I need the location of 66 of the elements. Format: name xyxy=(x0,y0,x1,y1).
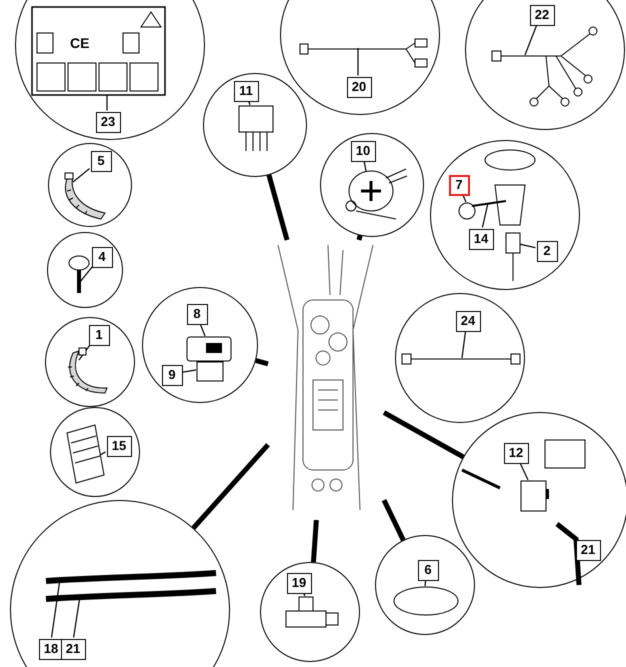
connector-line xyxy=(255,358,269,366)
leader-line xyxy=(462,194,467,202)
callout-number: 1 xyxy=(88,324,110,346)
callout-number: 4 xyxy=(92,246,112,268)
conformity-mark: CE xyxy=(70,36,90,50)
rod-drawing xyxy=(470,198,508,209)
callout-number: 5 xyxy=(90,150,112,172)
leader-line xyxy=(181,369,196,373)
screw-drawing xyxy=(68,255,90,295)
connector-line xyxy=(266,174,290,241)
cable-drawing xyxy=(401,353,521,365)
callout-number: 12 xyxy=(504,442,528,464)
cable-tie-drawing xyxy=(65,347,108,395)
callout-number: 11 xyxy=(234,80,258,102)
callout-number: 21 xyxy=(60,638,86,660)
callout-number: 10 xyxy=(350,140,376,162)
callout-number: 14 xyxy=(468,228,494,250)
leader-line xyxy=(524,24,538,56)
leader-line xyxy=(518,243,536,248)
leader-line xyxy=(100,451,106,456)
callout-number: 20 xyxy=(346,76,372,98)
sleeve-drawing xyxy=(505,232,521,282)
connector-line xyxy=(310,520,319,562)
callout-number: 2 xyxy=(536,240,558,262)
leader-line xyxy=(424,579,426,586)
callout-number: 15 xyxy=(106,436,132,456)
leader-line xyxy=(482,202,489,228)
callout-number: 23 xyxy=(96,112,120,132)
leader-line xyxy=(363,160,367,172)
leader-line xyxy=(461,330,466,358)
switch-drawing xyxy=(238,105,274,152)
callout-number: 21 xyxy=(576,540,600,560)
leader-line xyxy=(72,168,90,182)
leader-line xyxy=(248,100,251,106)
leader-line xyxy=(302,592,306,596)
hose-drawing xyxy=(44,587,219,604)
switch-body-drawing xyxy=(196,362,224,382)
manual-book-drawing xyxy=(66,424,105,484)
leader-line xyxy=(519,462,529,480)
leader-line xyxy=(357,48,359,76)
callout-number: 19 xyxy=(286,572,312,594)
hose-drawing xyxy=(44,569,219,586)
callout-number: 9 xyxy=(162,364,182,386)
blanking-cap-drawing xyxy=(393,586,459,616)
rocker-switch-drawing xyxy=(186,336,232,362)
cable-drawing xyxy=(299,38,428,68)
connector-line xyxy=(356,235,362,241)
cable-tie-drawing xyxy=(63,172,107,221)
connector-line xyxy=(192,443,270,530)
connector-line xyxy=(382,499,406,542)
hydraulic-fitting-drawing xyxy=(520,480,550,513)
leader-line xyxy=(80,266,93,282)
leader-line xyxy=(106,94,108,110)
callout-number: 8 xyxy=(186,304,208,324)
callout-number: 7 xyxy=(448,174,470,196)
warning-decal-drawing xyxy=(31,6,166,96)
callout-number: 18 xyxy=(38,638,64,660)
knob-drawing xyxy=(458,202,476,220)
callout-number: 6 xyxy=(418,560,438,580)
connector-line xyxy=(382,410,464,460)
callout-number: 22 xyxy=(530,4,554,26)
leader-line xyxy=(200,323,206,336)
leader-line xyxy=(78,344,91,360)
callout-number: 24 xyxy=(456,310,480,332)
wiring-harness-drawing xyxy=(491,26,598,107)
tee-fitting-drawing xyxy=(285,596,339,628)
